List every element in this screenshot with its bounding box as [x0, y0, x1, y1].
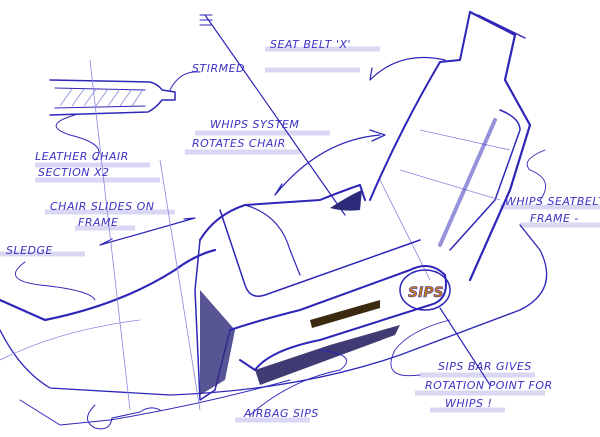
label-chair-slides-on: CHAIR SLIDES ON — [50, 200, 155, 213]
label-airbag-sips: AIRBAG SIPS — [243, 407, 319, 420]
seat-cushion — [194, 184, 421, 401]
label-frame-right: FRAME - — [530, 212, 579, 225]
label-leather-chair: LEATHER CHAIR — [35, 150, 129, 163]
slides-arrow — [99, 217, 196, 246]
label-whips: WHIPS ! — [445, 397, 492, 410]
label-sips-bar-gives: SIPS BAR GIVES — [438, 360, 532, 373]
whips-rotation-arrow — [274, 129, 386, 196]
guide-line — [204, 14, 346, 216]
label-rotation-point-for: ROTATION POINT FOR — [425, 379, 553, 392]
sips-logo: SIPS — [408, 285, 444, 301]
artist-signature — [87, 404, 161, 430]
leather-section-detail — [49, 71, 201, 161]
label-seat-belt: SEAT BELT 'X' — [270, 38, 351, 51]
label-frame: FRAME — [78, 216, 118, 229]
label-underlines — [0, 46, 600, 423]
label-sledge: SLEDGE — [6, 244, 53, 257]
sledge-frame — [0, 59, 548, 426]
label-section-x2: SECTION X2 — [38, 166, 110, 179]
label-rotates-chair: ROTATES CHAIR — [192, 137, 286, 150]
seat-back — [369, 10, 532, 282]
label-whips-system: WHIPS SYSTEM — [210, 118, 299, 131]
sips-bar: SIPS — [229, 265, 491, 386]
label-whips-seatbelt: WHIPS SEATBELT — [505, 195, 600, 208]
label-stitched: STIRMED — [192, 62, 245, 75]
seatbelt-arrow — [369, 56, 446, 81]
